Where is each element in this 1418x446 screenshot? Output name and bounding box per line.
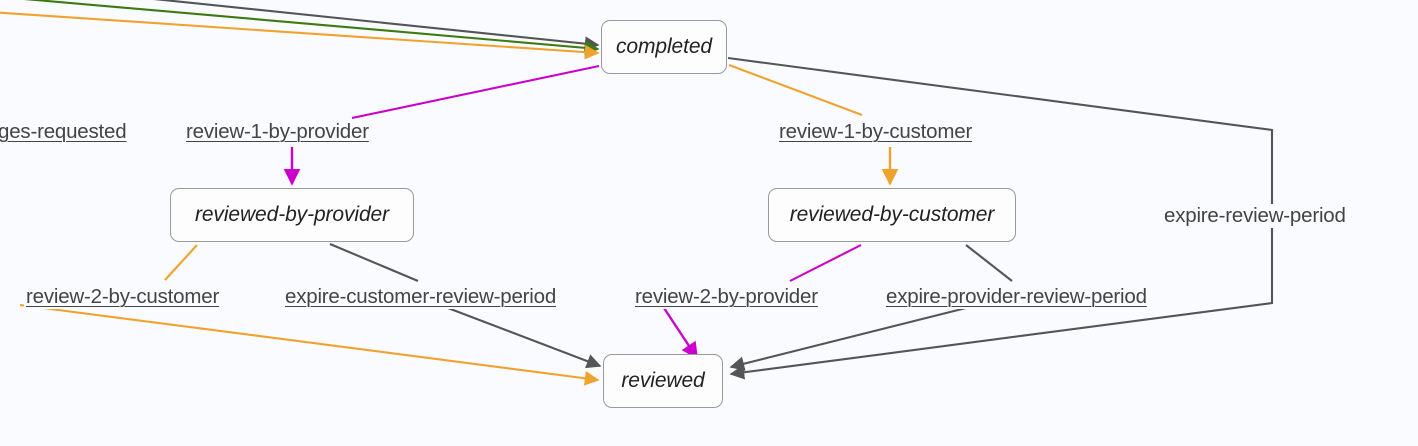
state-label-reviewed: reviewed xyxy=(621,369,705,392)
edge-label-changes-requested[interactable]: ges-requested xyxy=(0,120,129,144)
edge-incoming-green xyxy=(23,0,600,56)
state-node-reviewed[interactable]: reviewed xyxy=(603,354,723,408)
state-node-reviewed-by-provider[interactable]: reviewed-by-provider xyxy=(170,188,414,242)
edge-incoming-orange xyxy=(0,11,600,60)
edge-expire-provider-review-period xyxy=(965,244,1013,282)
edge-review-2-by-provider-arrow xyxy=(660,304,699,360)
edge-review-1-by-customer xyxy=(728,64,863,116)
edge-review-2-by-customer xyxy=(164,244,198,281)
state-label-reviewed-by-provider: reviewed-by-provider xyxy=(194,203,390,226)
edge-label-expire-provider-review-period[interactable]: expire-provider-review-period xyxy=(884,285,1149,309)
state-node-reviewed-by-customer[interactable]: reviewed-by-customer xyxy=(768,188,1016,242)
edge-label-review-1-by-customer[interactable]: review-1-by-customer xyxy=(777,120,975,144)
edge-label-review-1-by-provider[interactable]: review-1-by-provider xyxy=(184,120,371,144)
edge-label-expire-review-period[interactable]: expire-review-period xyxy=(1162,204,1348,228)
edge-label-expire-customer-review-period[interactable]: expire-customer-review-period xyxy=(283,285,559,309)
edge-review-2-by-provider xyxy=(789,244,862,282)
edge-review-2-by-customer-arrow xyxy=(19,303,600,386)
edge-expire-customer-review-period-arrow xyxy=(439,304,602,369)
edge-label-review-2-by-provider[interactable]: review-2-by-provider xyxy=(633,285,820,309)
edge-incoming-gray xyxy=(153,0,600,51)
state-node-completed[interactable]: completed xyxy=(601,20,727,74)
edge-label-review-2-by-customer[interactable]: review-2-by-customer xyxy=(24,285,222,309)
edge-expire-customer-review-period xyxy=(329,243,419,282)
state-label-reviewed-by-customer: reviewed-by-customer xyxy=(789,203,995,226)
edge-expire-provider-review-period-arrow xyxy=(729,303,979,371)
state-label-completed: completed xyxy=(616,35,712,58)
edge-review-1-by-provider xyxy=(351,64,600,120)
